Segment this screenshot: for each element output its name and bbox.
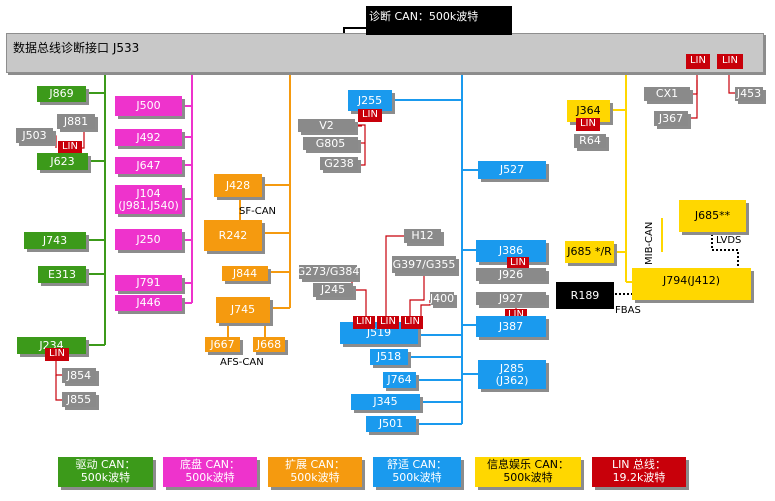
comfort-can-lines: [392, 73, 478, 425]
diagnosis-wire: [343, 27, 366, 35]
node-j367[interactable]: J367: [654, 111, 688, 126]
node-j386[interactable]: J386: [476, 240, 546, 262]
legend-text-2: 500k波特: [80, 471, 131, 484]
node-e313[interactable]: E313: [38, 266, 86, 283]
node-j685-star2[interactable]: J685**: [679, 200, 746, 232]
legend-text-1: 驱动 CAN：: [75, 458, 136, 472]
node-j285[interactable]: J285 (J362): [478, 360, 546, 389]
node-g397[interactable]: G397/G355: [392, 256, 456, 273]
legend-chassis-can: 底盘 CAN： 500k波特: [163, 457, 257, 487]
legend-text-2: 500k波特: [185, 471, 235, 484]
node-cx1[interactable]: CX1: [644, 87, 690, 101]
data-bus-gateway-j533[interactable]: 数据总线诊断接口 J533: [6, 33, 764, 73]
legend-text-1: 舒适 CAN：: [387, 458, 447, 472]
afs-can-label: AFS-CAN: [220, 357, 264, 368]
node-j104-name: J104: [136, 186, 161, 200]
node-j400[interactable]: J400: [429, 291, 455, 305]
legend-text-1: 底盘 CAN：: [180, 458, 240, 472]
node-j428[interactable]: J428: [214, 174, 262, 197]
node-j647[interactable]: J647: [115, 157, 182, 174]
node-j104[interactable]: J104 (J981,J540): [115, 185, 182, 214]
node-j104-sub: (J981,J540): [118, 198, 179, 212]
lin-badge-infotainment-2: LIN: [717, 54, 743, 69]
legend-text-1: LIN 总线：: [611, 458, 667, 472]
node-g238[interactable]: G238: [320, 157, 358, 170]
node-j844[interactable]: J844: [222, 266, 268, 281]
legend-text-2: 500k波特: [503, 471, 553, 484]
legend-extended-can: 扩展 CAN： 500k波特: [268, 457, 362, 487]
node-j926[interactable]: J926: [476, 268, 546, 281]
legend-infotainment-can: 信息娱乐 CAN： 500k波特: [475, 457, 581, 487]
node-j492[interactable]: J492: [115, 129, 182, 146]
node-j791[interactable]: J791: [115, 275, 182, 291]
infotainment-can-lines: [610, 73, 663, 283]
node-j446[interactable]: J446: [115, 295, 182, 311]
node-j881[interactable]: J881: [57, 114, 95, 129]
node-j668[interactable]: J668: [253, 337, 285, 352]
legend-text-2: 19.2k波特: [612, 471, 666, 484]
node-j500[interactable]: J500: [115, 96, 182, 116]
node-j501[interactable]: J501: [366, 416, 416, 432]
mib-can-label: MIB-CAN: [644, 221, 655, 265]
node-j364[interactable]: J364: [567, 100, 610, 122]
legend-text-2: 500k波特: [392, 471, 442, 484]
node-g805[interactable]: G805: [303, 137, 358, 150]
lin-badge-j255: LIN: [358, 109, 382, 122]
lin-badge-j519-3: LIN: [401, 316, 423, 329]
node-j623[interactable]: J623: [37, 153, 88, 170]
legend-comfort-can: 舒适 CAN： 500k波特: [373, 457, 461, 487]
node-j764[interactable]: J764: [383, 372, 416, 388]
node-j794[interactable]: J794(J412): [632, 268, 751, 300]
node-j503[interactable]: J503: [16, 128, 53, 143]
node-h12[interactable]: H12: [404, 229, 441, 243]
lin-badge-j881: LIN: [58, 141, 82, 154]
node-j245[interactable]: J245: [313, 283, 353, 297]
sf-can-label: SF-CAN: [239, 206, 277, 217]
lin-badge-j519-2: LIN: [377, 316, 399, 329]
lvds-label: LVDS: [716, 235, 742, 246]
legend-text-1: 信息娱乐 CAN：: [487, 458, 569, 472]
node-j453[interactable]: J453: [735, 87, 763, 101]
node-j345[interactable]: J345: [351, 394, 420, 410]
node-j869[interactable]: J869: [37, 86, 86, 102]
node-j855[interactable]: J855: [62, 392, 96, 407]
lin-badge-infotainment-1: LIN: [686, 54, 710, 69]
diagnosis-can-box: 诊断 CAN：500k波特: [366, 6, 512, 35]
fbas-label: FBAS: [615, 305, 641, 316]
node-j285-name: J285: [499, 361, 525, 375]
lin-badge-j234: LIN: [45, 348, 69, 361]
legend-text-1: 扩展 CAN：: [285, 458, 345, 472]
node-r64[interactable]: R64: [574, 134, 606, 148]
drive-can-lines: [86, 73, 106, 346]
node-j518[interactable]: J518: [370, 349, 408, 365]
node-j250[interactable]: J250: [115, 229, 182, 250]
node-g273[interactable]: G273/G384: [296, 265, 360, 279]
legend-lin-bus: LIN 总线： 19.2k波特: [592, 457, 686, 487]
node-j527[interactable]: J527: [478, 161, 546, 179]
lin-badge-j364: LIN: [576, 118, 600, 131]
node-j387[interactable]: J387: [476, 316, 546, 337]
lin-badge-j519-1: LIN: [353, 316, 375, 329]
chassis-can-lines: [182, 73, 193, 304]
legend-text-2: 500k波特: [290, 471, 340, 484]
node-r242[interactable]: R242: [204, 220, 262, 251]
node-j685r[interactable]: J685 */R: [565, 241, 614, 263]
node-j285-sub: (J362): [495, 373, 529, 387]
node-j745[interactable]: J745: [216, 297, 270, 323]
legend-drive-can: 驱动 CAN： 500k波特: [58, 457, 153, 487]
lin-badge-j386: LIN: [507, 257, 529, 269]
bus-title: 数据总线诊断接口 J533: [13, 41, 140, 55]
node-j927[interactable]: J927: [476, 292, 546, 305]
node-j743[interactable]: J743: [24, 232, 86, 249]
node-r189[interactable]: R189: [556, 282, 614, 309]
node-j667[interactable]: J667: [205, 337, 240, 352]
node-j854[interactable]: J854: [62, 368, 96, 383]
node-v2[interactable]: V2: [298, 119, 355, 132]
node-j255[interactable]: J255: [348, 90, 392, 111]
